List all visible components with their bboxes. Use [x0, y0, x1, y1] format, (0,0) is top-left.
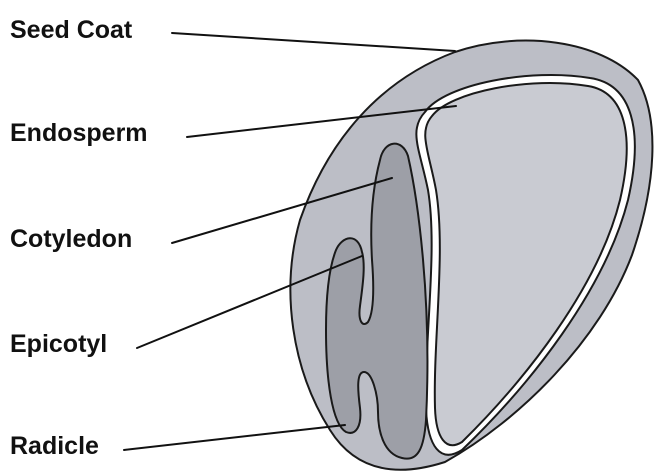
endosperm-label: Endosperm — [10, 119, 148, 147]
epicotyl-label: Epicotyl — [10, 330, 107, 358]
radicle-leader — [124, 425, 345, 450]
seed-coat-leader — [172, 33, 455, 51]
radicle-label: Radicle — [10, 432, 99, 460]
cotyledon-label: Cotyledon — [10, 225, 132, 253]
seed-coat-label: Seed Coat — [10, 16, 133, 44]
